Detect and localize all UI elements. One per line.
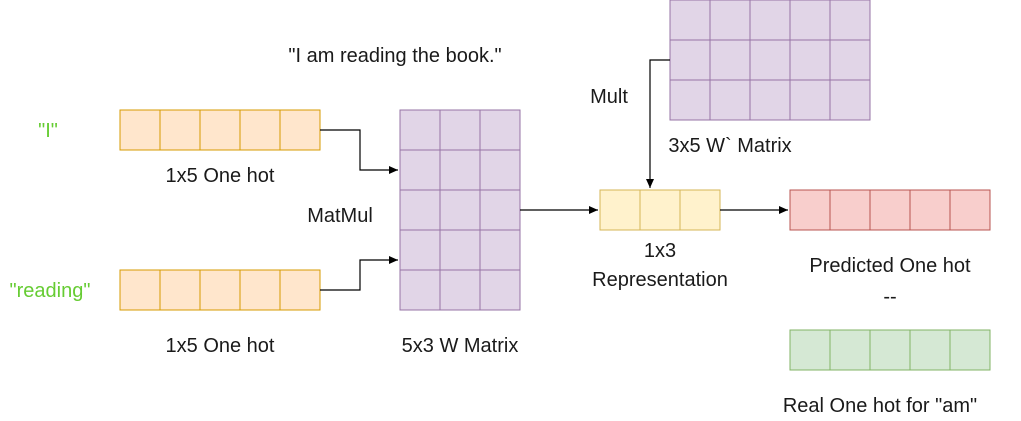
onehot1-label: 1x5 One hot (166, 165, 275, 187)
real-onehot-vector (789, 329, 991, 371)
onehot-vector-1 (119, 109, 321, 151)
input-word-reading: "reading" (10, 280, 91, 302)
onehot-vector-2 (119, 269, 321, 311)
onehot1-cell (279, 109, 321, 151)
arrow-wprime-to-representation (646, 59, 670, 188)
separator-dashes: -- (883, 286, 896, 308)
representation-label-name: Representation (592, 269, 728, 291)
onehot2-cell (239, 269, 281, 311)
matmul-label: MatMul (307, 205, 373, 227)
onehot1-cell (239, 109, 281, 151)
onehot2-cell (199, 269, 241, 311)
real-onehot-label: Real One hot for "am" (783, 395, 977, 417)
onehot1-cell (159, 109, 201, 151)
onehot2-cell (119, 269, 161, 311)
predicted-onehot-vector (789, 189, 991, 231)
predicted-onehot-label: Predicted One hot (809, 255, 971, 277)
onehot1-cell (119, 109, 161, 151)
onehot2-label: 1x5 One hot (166, 335, 275, 357)
arrow-onehot1-to-w (320, 129, 398, 174)
input-word-i: "I" (38, 120, 58, 142)
arrow-onehot2-to-w (320, 256, 398, 291)
mult-label: Mult (590, 86, 628, 108)
representation-label-dims: 1x3 (644, 240, 676, 262)
w-prime-matrix (669, 0, 871, 121)
onehot2-cell (279, 269, 321, 311)
representation-vector (599, 189, 721, 231)
w-matrix (399, 109, 521, 311)
w-prime-matrix-label: 3x5 W` Matrix (668, 135, 791, 157)
onehot1-cell (199, 109, 241, 151)
onehot2-cell (159, 269, 201, 311)
sentence-title: "I am reading the book." (288, 45, 501, 67)
w-matrix-label: 5x3 W Matrix (402, 335, 519, 357)
